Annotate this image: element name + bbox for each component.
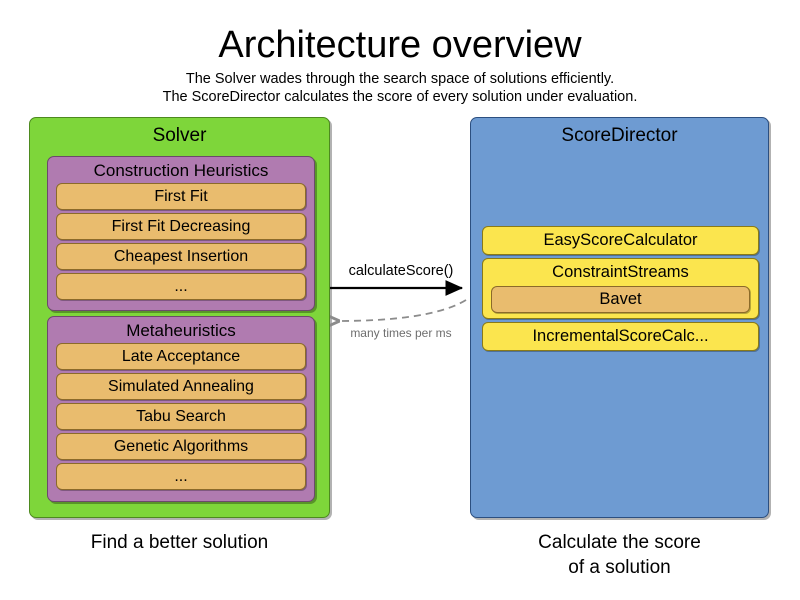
group-metaheuristics: Metaheuristics Late Acceptance Simulated… [47,316,315,502]
list-item[interactable]: Late Acceptance [56,343,306,370]
score-director-panel: ScoreDirector EasyScoreCalculator Constr… [470,117,769,518]
diagram-header: Architecture overview The Solver wades t… [0,22,800,106]
list-item[interactable]: First Fit [56,183,306,210]
group-title-construction-heuristics: Construction Heuristics [93,161,269,180]
subtitle-line-1: The Solver wades through the search spac… [185,71,615,87]
caption-score-director-line-2: of a solution [568,557,671,578]
list-item[interactable]: Genetic Algorithms [56,433,306,460]
arrow-return-line [338,299,467,321]
list-item[interactable]: Bavet [491,286,750,313]
group-constraint-streams[interactable]: ConstraintStreams Bavet [482,258,759,319]
solver-panel: Solver Construction Heuristics First Fit… [29,117,330,518]
construction-heuristics-item-list: First Fit First Fit Decreasing Cheapest … [48,183,314,300]
list-item[interactable]: ... [56,273,306,300]
list-item[interactable]: Cheapest Insertion [56,243,306,270]
list-item[interactable]: EasyScoreCalculator [482,226,759,255]
list-item[interactable]: IncrementalScoreCalc... [482,322,759,351]
arrow-group: calculateScore() many times per ms [330,262,472,358]
page-title: Architecture overview [218,24,582,66]
score-director-title: ScoreDirector [561,125,678,146]
list-item[interactable]: Tabu Search [56,403,306,430]
group-title-metaheuristics: Metaheuristics [126,321,236,340]
caption-score-director: Calculate the score of a solution [470,530,769,580]
metaheuristics-item-list: Late Acceptance Simulated Annealing Tabu… [48,343,314,490]
caption-score-director-line-1: Calculate the score [538,532,701,553]
solver-title: Solver [152,125,207,146]
subtitle-line-2: The ScoreDirector calculates the score o… [162,89,638,105]
arrow-lines-svg [330,280,467,358]
list-item[interactable]: ... [56,463,306,490]
arrow-label-calculate-score: calculateScore() [348,263,454,279]
score-director-item-list: EasyScoreCalculator ConstraintStreams Ba… [482,226,759,354]
group-construction-heuristics: Construction Heuristics First Fit First … [47,156,315,311]
list-item[interactable]: Simulated Annealing [56,373,306,400]
group-title-constraint-streams: ConstraintStreams [552,263,689,281]
constraint-streams-item-list: Bavet [483,286,758,313]
list-item[interactable]: First Fit Decreasing [56,213,306,240]
subtitle-block: The Solver wades through the search spac… [0,70,800,106]
caption-solver: Find a better solution [90,532,269,553]
arrow-label-many-times-per-ms: many times per ms [350,326,452,340]
